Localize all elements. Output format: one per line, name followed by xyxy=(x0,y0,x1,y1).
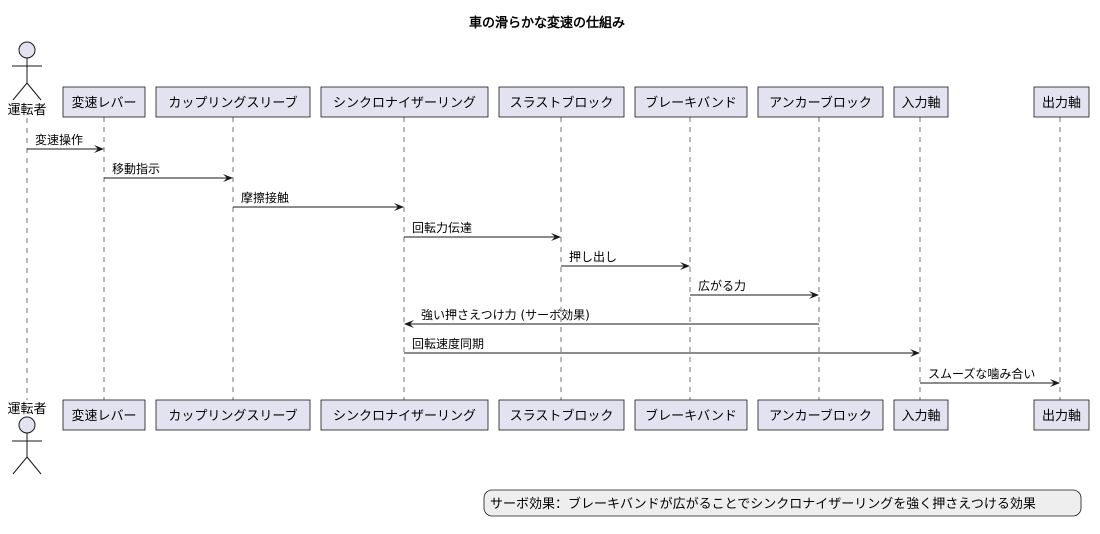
note-text: サーボ効果：ブレーキバンドが広がることでシンクロナイザーリングを強く押さえつける… xyxy=(490,496,1036,512)
diagram-title: 車の滑らかな変速の仕組み xyxy=(469,15,625,31)
arrowhead xyxy=(404,320,414,328)
participant-label: スラストブロック xyxy=(510,95,614,111)
actor-label: 運転者 xyxy=(7,103,46,118)
participant-label: 変速レバー xyxy=(71,408,136,424)
participants-top: 運転者 変速レバー カップリングスリーブ シンクロナイザーリング スラストブロック ブレー… xyxy=(7,41,1090,118)
arrowhead xyxy=(94,145,104,153)
participant-bottom-anchor: アンカーブロック xyxy=(757,399,884,431)
message-6: 広がる力 xyxy=(690,278,819,299)
participant-bottom-band: ブレーキバンド xyxy=(634,399,748,431)
arrowhead xyxy=(910,349,920,357)
message-label: 強い押さえつけ力 (サーボ効果) xyxy=(421,307,590,322)
message-label: 摩擦接触 xyxy=(241,190,289,205)
participant-box xyxy=(62,86,146,118)
participant-box xyxy=(893,399,949,431)
arrowhead xyxy=(680,262,690,270)
participant-box xyxy=(757,86,884,118)
message-1: 変速操作 xyxy=(27,132,104,153)
message-label: スムーズな噛み合い xyxy=(928,366,1035,381)
arrowhead xyxy=(809,291,819,299)
message-3: 摩擦接触 xyxy=(233,190,404,211)
actor-head xyxy=(18,41,36,59)
lifelines xyxy=(26,117,1061,400)
participant-bottom-sleeve: カップリングスリーブ xyxy=(155,399,311,431)
participant-label: カップリングスリーブ xyxy=(168,408,297,424)
participant-top-thrust: スラストブロック xyxy=(498,86,625,118)
participant-bottom-lever: 変速レバー xyxy=(62,399,146,431)
participant-label: アンカーブロック xyxy=(769,408,872,424)
message-label: 押し出し xyxy=(569,250,617,264)
participant-box xyxy=(634,86,748,118)
participant-box xyxy=(498,86,625,118)
participant-box xyxy=(1033,399,1090,431)
participant-label: 変速レバー xyxy=(71,95,136,111)
arrowhead xyxy=(1050,379,1060,387)
participant-box xyxy=(62,399,146,431)
participant-box xyxy=(498,399,625,431)
message-label: 広がる力 xyxy=(698,278,746,293)
participant-box xyxy=(757,399,884,431)
participants-bottom: 運転者 変速レバー カップリングスリーブ シンクロナイザーリング スラストブロック ブレー… xyxy=(7,399,1090,475)
participant-top-sleeve: カップリングスリーブ xyxy=(155,86,311,118)
participant-bottom-output: 出力軸 xyxy=(1033,399,1090,431)
message-label: 回転速度同期 xyxy=(412,336,484,351)
participant-label: 入力軸 xyxy=(901,96,940,111)
note-box xyxy=(483,489,1082,517)
arrowhead xyxy=(394,203,404,211)
participant-top-lever: 変速レバー xyxy=(62,86,146,118)
actor-label: 運転者 xyxy=(7,402,46,417)
participant-top-input: 入力軸 xyxy=(893,86,949,118)
participant-box xyxy=(320,86,489,118)
participant-top-driver: 運転者 xyxy=(7,41,47,118)
participant-box xyxy=(320,399,489,431)
participant-bottom-input: 入力軸 xyxy=(893,399,949,431)
participant-label: ブレーキバンド xyxy=(645,408,737,424)
participant-label: カップリングスリーブ xyxy=(168,95,297,111)
actor-right-leg xyxy=(26,456,42,475)
message-label: 変速操作 xyxy=(35,132,83,147)
participant-bottom-driver: 運転者 xyxy=(7,402,47,475)
participant-label: スラストブロック xyxy=(510,408,614,424)
servo-effect-note: サーボ効果：ブレーキバンドが広がることでシンクロナイザーリングを強く押さえつける… xyxy=(483,489,1082,517)
actor-head xyxy=(18,416,36,434)
participant-top-syncro: シンクロナイザーリング xyxy=(320,86,489,118)
participant-top-band: ブレーキバンド xyxy=(634,86,748,118)
actor-right-leg xyxy=(26,82,42,101)
message-8: 回転速度同期 xyxy=(404,336,920,357)
message-label: 移動指示 xyxy=(112,161,160,176)
arrowhead xyxy=(223,174,233,182)
message-2: 移動指示 xyxy=(104,161,233,182)
participant-label: アンカーブロック xyxy=(769,95,872,111)
participant-box xyxy=(1033,86,1090,118)
participant-box xyxy=(893,86,949,118)
actor-left-leg xyxy=(12,82,28,101)
message-5: 押し出し xyxy=(561,250,690,270)
participant-bottom-syncro: シンクロナイザーリング xyxy=(320,399,489,431)
message-9: スムーズな噛み合い xyxy=(920,366,1060,387)
actor-left-leg xyxy=(12,456,28,475)
arrowhead xyxy=(551,233,561,241)
participant-box xyxy=(634,399,748,431)
message-7: 強い押さえつけ力 (サーボ効果) xyxy=(404,307,819,328)
participant-box xyxy=(155,86,311,118)
participant-label: シンクロナイザーリング xyxy=(333,409,476,424)
message-label: 回転力伝達 xyxy=(412,221,472,235)
participant-label: 入力軸 xyxy=(901,409,940,424)
participant-label: ブレーキバンド xyxy=(645,95,737,111)
participant-box xyxy=(155,399,311,431)
participant-bottom-thrust: スラストブロック xyxy=(498,399,625,431)
participant-label: 出力軸 xyxy=(1042,96,1081,111)
participant-label: シンクロナイザーリング xyxy=(333,96,476,111)
participant-top-output: 出力軸 xyxy=(1033,86,1090,118)
message-4: 回転力伝達 xyxy=(404,221,561,241)
participant-label: 出力軸 xyxy=(1042,409,1081,424)
participant-top-anchor: アンカーブロック xyxy=(757,86,884,118)
